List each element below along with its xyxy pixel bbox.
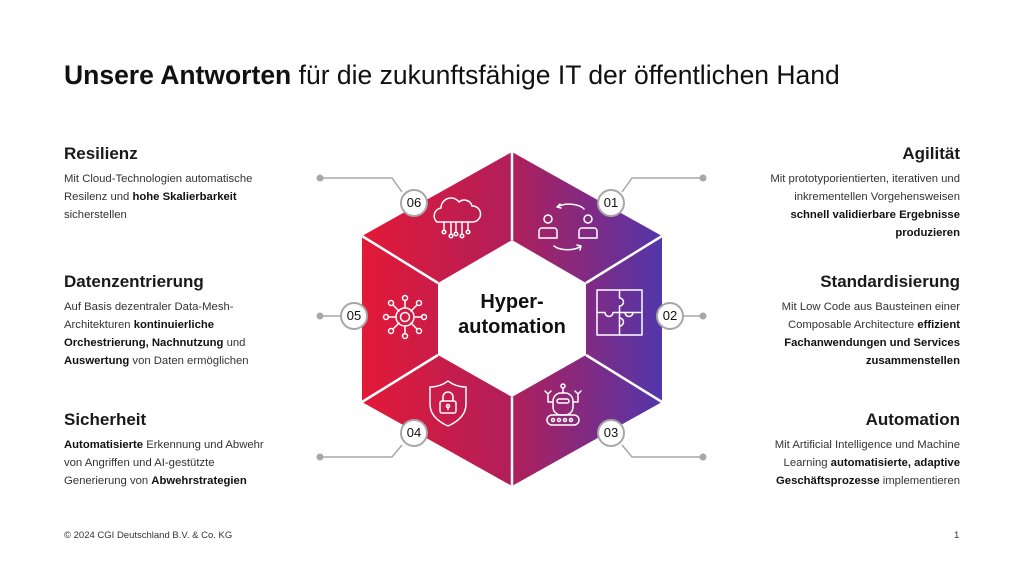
block-heading: Automation — [865, 410, 960, 429]
block-heading: Agilität — [902, 144, 960, 163]
description-text: Mit Low Code aus Bausteinen einer — [781, 301, 960, 313]
copyright: © 2024 CGI Deutschland B.V. & Co. KG — [64, 530, 233, 541]
description-line: produzieren — [710, 224, 960, 242]
connector-dot — [699, 312, 707, 320]
description-line: Generierung von Abwehrstrategien — [64, 472, 314, 490]
description-line: Learning automatisierte, adaptive — [710, 454, 960, 472]
description-text: Architekturen — [64, 319, 134, 331]
description-emphasis: kontinuierliche — [133, 319, 215, 331]
page-number: 1 — [954, 530, 960, 541]
description-text: von Daten ermöglichen — [129, 355, 249, 367]
segment-number-05: 05 — [340, 302, 368, 330]
description-line: Mit prototyporientierten, iterativen und — [710, 170, 960, 188]
description-text: sicherstellen — [64, 209, 127, 221]
description-text: Resilenz und — [64, 191, 133, 203]
description-emphasis: zusammenstellen — [865, 355, 960, 367]
segment-number-02: 02 — [656, 302, 684, 330]
description-text: Mit Cloud-Technologien automatische — [64, 173, 253, 185]
description-text: von Angriffen und AI-gestützte — [64, 457, 215, 469]
center-label-line1: Hyper- — [480, 291, 544, 313]
description-text: und — [223, 337, 246, 349]
description-line: Composable Architecture effizient — [710, 316, 960, 334]
title-bold: Unsere Antworten — [64, 60, 292, 90]
connector-lines — [320, 177, 703, 458]
shield-lock-icon — [429, 380, 467, 427]
description-line: Auf Basis dezentraler Data-Mesh- — [64, 298, 314, 316]
people-cycle-icon — [538, 203, 598, 251]
description-text: Learning — [783, 457, 831, 469]
segment-number-06: 06 — [400, 189, 428, 217]
network-gear-icon — [382, 294, 428, 340]
connector-dot — [316, 174, 324, 182]
block-heading: Sicherheit — [64, 410, 147, 429]
description-line: Architekturen kontinuierliche — [64, 316, 314, 334]
description-text: Mit Artificial Intelligence und Machine — [774, 439, 960, 451]
block-heading: Resilienz — [64, 144, 138, 163]
description-line: Geschäftsprozesse implementieren — [710, 472, 960, 490]
description-emphasis: produzieren — [895, 227, 960, 239]
segment-number-01: 01 — [597, 189, 625, 217]
description-emphasis: Fachanwendungen und Services — [784, 337, 960, 349]
description-emphasis: Geschäftsprozesse — [776, 475, 880, 487]
description-line: Mit Low Code aus Bausteinen einer — [710, 298, 960, 316]
description-emphasis: hohe Skalierbarkeit — [132, 191, 237, 203]
description-line: Fachanwendungen und Services — [710, 334, 960, 352]
description-line: Orchestrierung, Nachnutzung und — [64, 334, 314, 352]
description-text: Erkennung und Abwehr — [143, 439, 264, 451]
description-text: Mit prototyporientierten, iterativen und — [770, 173, 960, 185]
puzzle-icon — [596, 289, 643, 336]
description-line: Auswertung von Daten ermöglichen — [64, 352, 314, 370]
description-text: Auf Basis dezentraler Data-Mesh- — [64, 301, 234, 313]
connector-dot — [699, 453, 707, 461]
title-rest: für die zukunftsfähige IT der öffentlich… — [291, 60, 840, 90]
description-emphasis: Orchestrierung, Nachnutzung — [64, 337, 224, 349]
description-text: inkrementellen Vorgehensweisen — [794, 191, 960, 203]
description-line: Mit Cloud-Technologien automatische — [64, 170, 314, 188]
description-text: Generierung von — [64, 475, 152, 487]
center-label-line2: automation — [458, 316, 566, 338]
description-emphasis: Auswertung — [64, 355, 130, 367]
description-emphasis: Automatisierte — [64, 439, 144, 451]
description-emphasis: schnell validierbare Ergebnisse — [790, 209, 960, 221]
connector-dot — [699, 174, 707, 182]
description-line: Resilenz und hohe Skalierbarkeit — [64, 188, 314, 206]
cloud-circuit-icon — [433, 197, 482, 239]
description-line: inkrementellen Vorgehensweisen — [710, 188, 960, 206]
description-line: Automatisierte Erkennung und Abwehr — [64, 436, 314, 454]
block-heading: Datenzentrierung — [64, 272, 204, 291]
description-line: Mit Artificial Intelligence und Machine — [710, 436, 960, 454]
description-emphasis: Abwehrstrategien — [151, 475, 247, 487]
segment-number-04: 04 — [400, 419, 428, 447]
connector-dot — [316, 312, 324, 320]
description-line: von Angriffen und AI-gestützte — [64, 454, 314, 472]
center-label: Hyper- automation — [452, 290, 572, 340]
hexagon-ring — [362, 152, 662, 486]
description-text: implementieren — [879, 475, 960, 487]
segment-dividers — [361, 152, 663, 486]
page-title: Unsere Antworten für die zukunftsfähige … — [64, 60, 840, 91]
segment-number-03: 03 — [597, 419, 625, 447]
description-line: zusammenstellen — [710, 352, 960, 370]
description-text: Composable Architecture — [787, 319, 918, 331]
block-heading: Standardisierung — [820, 272, 960, 291]
connector-dot — [316, 453, 324, 461]
description-line: sicherstellen — [64, 206, 314, 224]
description-emphasis: effizient — [917, 319, 960, 331]
description-line: schnell validierbare Ergebnisse — [710, 206, 960, 224]
robot-icon — [544, 383, 582, 426]
description-emphasis: automatisierte, adaptive — [830, 457, 960, 469]
